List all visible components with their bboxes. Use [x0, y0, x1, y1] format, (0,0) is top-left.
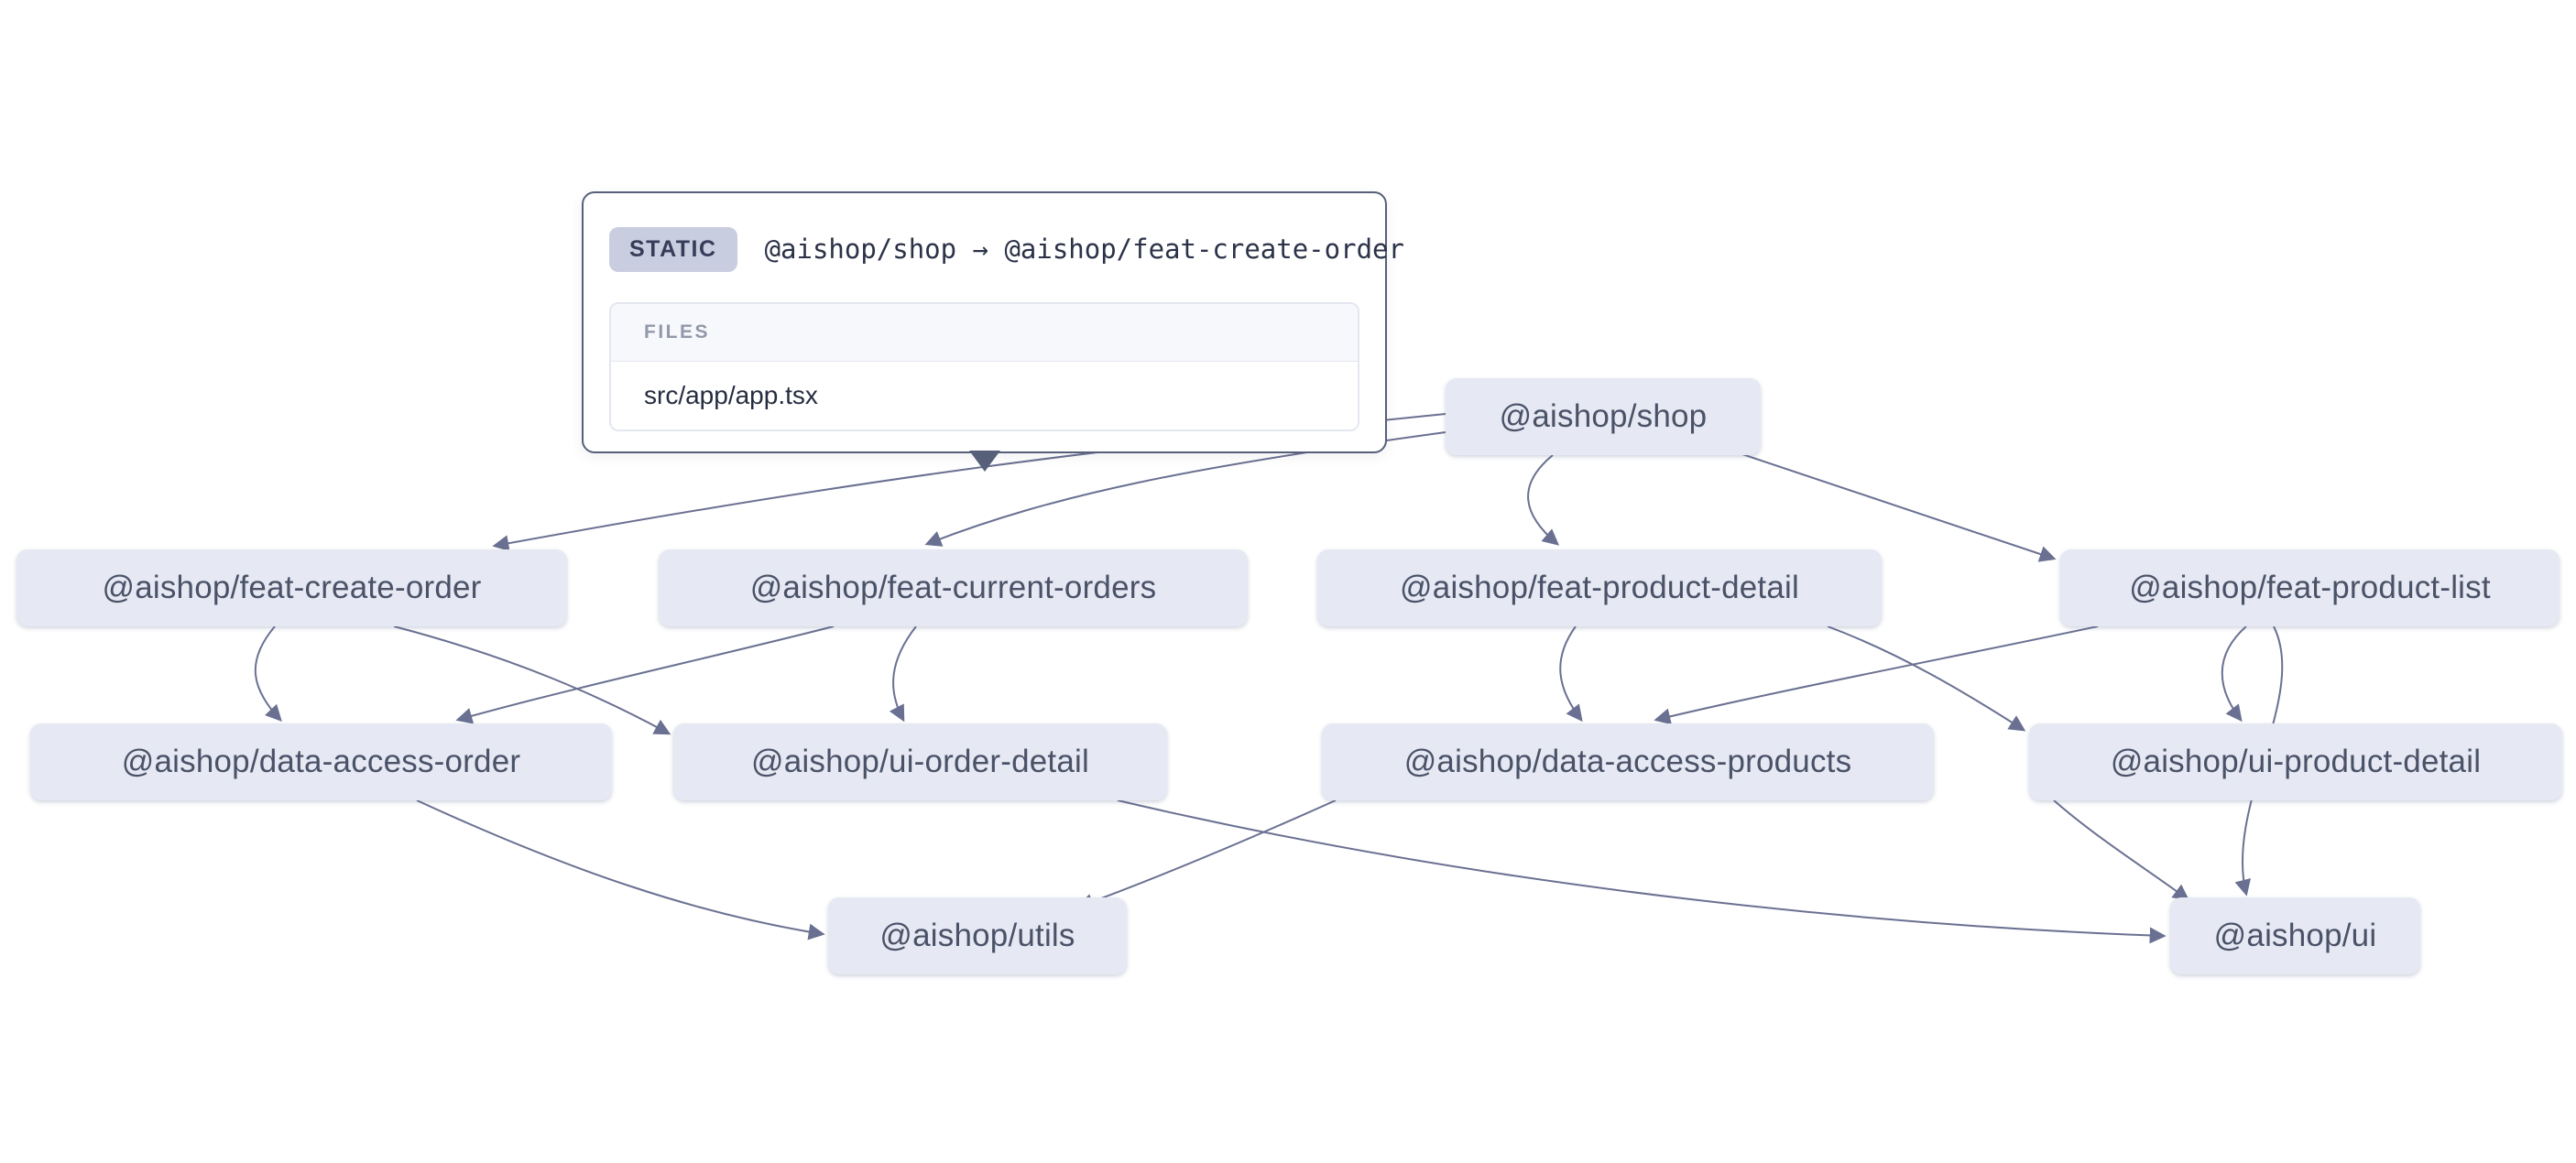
edge-feat-current-orders-to-ui-order-detail[interactable] — [889, 625, 917, 723]
edge-ui-product-detail-to-ui[interactable] — [2053, 799, 2190, 901]
edge-data-access-order-to-utils[interactable] — [416, 799, 825, 940]
edge-data-access-products-to-utils[interactable] — [1076, 799, 1337, 910]
edge-feat-current-orders-to-data-access-order[interactable] — [455, 625, 835, 724]
edge-feat-product-list-to-ui-product-detail[interactable] — [2221, 625, 2247, 723]
file-row: src/app/app.tsx — [611, 362, 1358, 429]
edge-tooltip-title: @aishop/shop → @aishop/feat-create-order — [764, 234, 1404, 265]
edge-tooltip: STATIC @aishop/shop → @aishop/feat-creat… — [582, 191, 1404, 472]
graph-node-shop[interactable]: @aishop/shop — [1446, 378, 1761, 455]
edge-shop-to-feat-product-detail[interactable] — [1527, 454, 1560, 546]
edge-feat-create-order-to-data-access-order[interactable] — [254, 625, 282, 722]
edge-feat-create-order-to-ui-order-detail[interactable] — [393, 625, 671, 735]
edge-ui-order-detail-to-ui[interactable] — [1117, 799, 2167, 944]
graph-node-utils[interactable]: @aishop/utils — [828, 897, 1127, 974]
graph-node-ui-product-detail[interactable]: @aishop/ui-product-detail — [2029, 723, 2562, 800]
dependency-type-badge: STATIC — [609, 226, 737, 272]
edge-feat-product-detail-to-data-access-products[interactable] — [1559, 625, 1583, 723]
graph-node-data-access-order[interactable]: @aishop/data-access-order — [30, 723, 612, 800]
graph-node-ui-order-detail[interactable]: @aishop/ui-order-detail — [673, 723, 1167, 800]
edge-feat-product-list-to-data-access-products[interactable] — [1654, 625, 2099, 725]
tooltip-caret-icon — [968, 451, 1000, 472]
graph-node-feat-current-orders[interactable]: @aishop/feat-current-orders — [659, 549, 1248, 626]
graph-node-ui[interactable]: @aishop/ui — [2170, 897, 2420, 974]
graph-node-data-access-products[interactable]: @aishop/data-access-products — [1322, 723, 1934, 800]
edge-tooltip-header: STATIC @aishop/shop → @aishop/feat-creat… — [609, 223, 1404, 275]
graph-node-feat-product-list[interactable]: @aishop/feat-product-list — [2060, 549, 2560, 626]
edge-shop-to-feat-product-list[interactable] — [1730, 450, 2057, 562]
files-section: FILES src/app/app.tsx — [609, 302, 1359, 431]
files-section-header: FILES — [611, 304, 1358, 362]
graph-node-feat-product-detail[interactable]: @aishop/feat-product-detail — [1317, 549, 1882, 626]
edge-feat-product-detail-to-ui-product-detail[interactable] — [1827, 625, 2026, 732]
graph-node-feat-create-order[interactable]: @aishop/feat-create-order — [16, 549, 567, 626]
